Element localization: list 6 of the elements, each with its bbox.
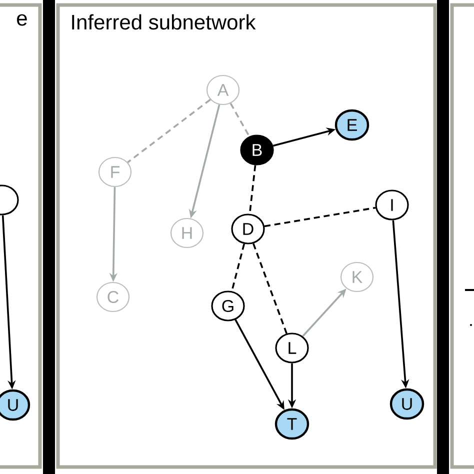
dashed-line xyxy=(127,98,211,164)
dashed-line xyxy=(231,244,245,292)
dashed-line xyxy=(252,243,288,334)
dashed-line xyxy=(230,102,250,137)
dashed-line xyxy=(264,206,376,228)
dashed-line xyxy=(248,165,256,214)
